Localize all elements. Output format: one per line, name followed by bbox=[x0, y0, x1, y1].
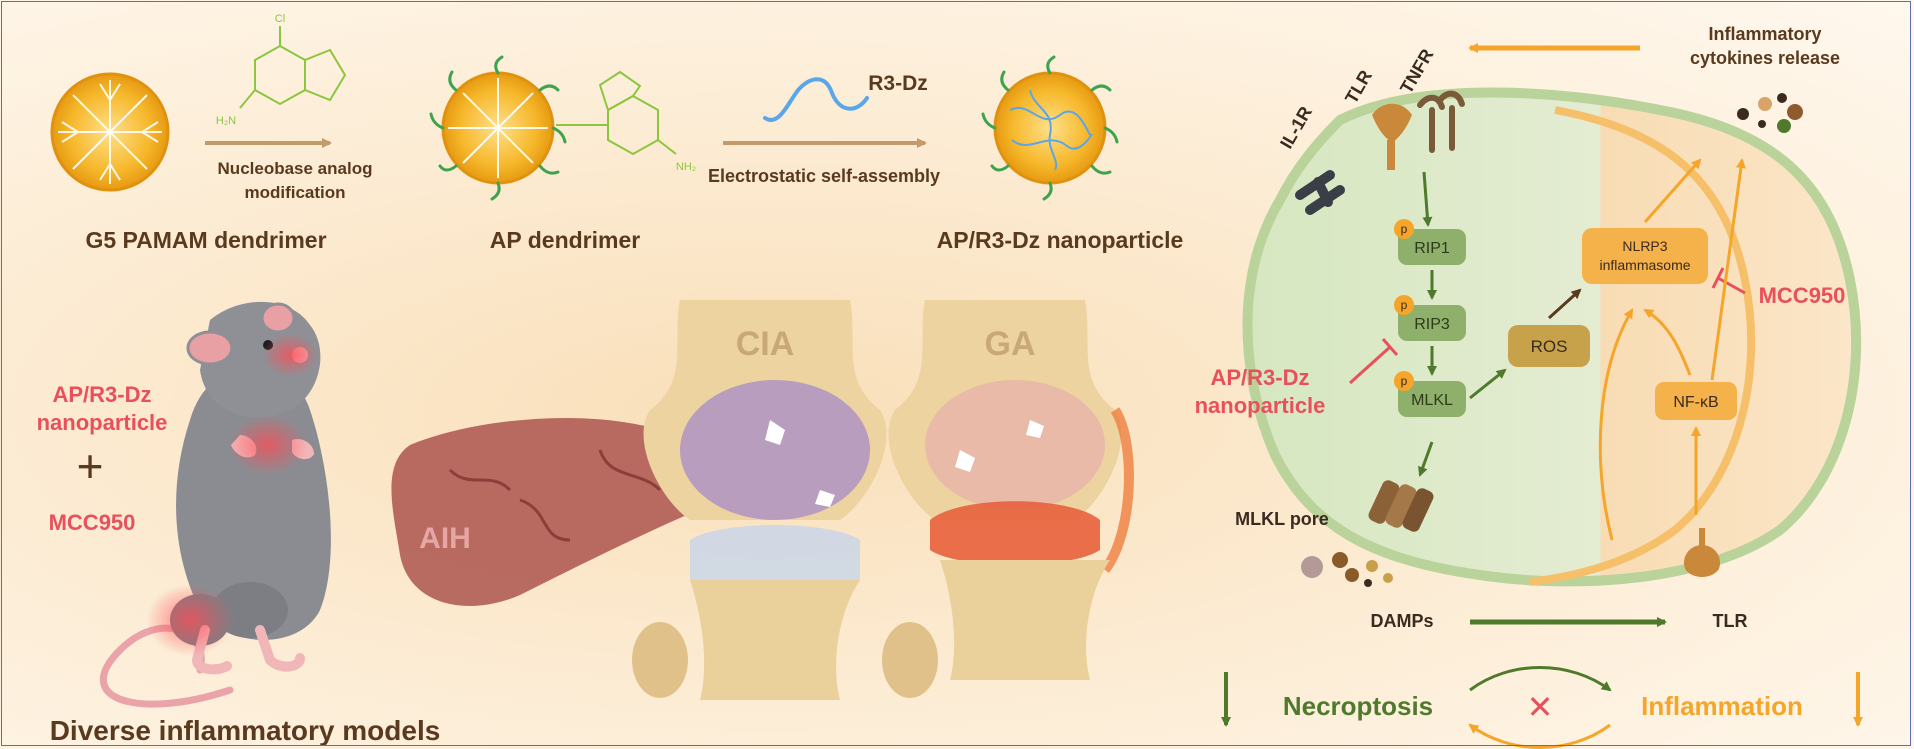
rip3-p-badge: p bbox=[1401, 298, 1408, 312]
mcc950-inhibition-bar bbox=[1711, 267, 1725, 289]
inflammation-to-necroptosis-arrow bbox=[1468, 723, 1611, 749]
cytokines-line-2: cytokines release bbox=[1690, 48, 1840, 68]
mlkl-to-pore-arrow bbox=[1418, 441, 1434, 477]
nfkb-to-cytokines-arrow bbox=[1710, 158, 1746, 381]
receptor-il1r-label: IL-1R bbox=[1276, 103, 1316, 152]
tlr-bottom-receptor-icon bbox=[1684, 528, 1720, 577]
mouse-illustration bbox=[99, 301, 331, 708]
ap-label: AP dendrimer bbox=[490, 227, 640, 253]
damps-to-nlrp3-arrow bbox=[1598, 308, 1634, 541]
tnfr-receptor-icon bbox=[1417, 90, 1465, 153]
inflammation-label: Inflammation bbox=[1641, 691, 1803, 721]
nfkb-label: NF-κB bbox=[1673, 394, 1718, 411]
cytokine-particles-icon bbox=[1737, 93, 1803, 133]
mcc950-left-label: MCC950 bbox=[49, 510, 136, 535]
mcc950-inhibition-line bbox=[1717, 276, 1746, 295]
rip1-p-badge: p bbox=[1401, 222, 1408, 236]
chloropurine-molecule-icon bbox=[239, 26, 347, 109]
mlkl-node bbox=[1394, 371, 1466, 417]
ros-label: ROS bbox=[1531, 337, 1568, 356]
nfkb-to-nlrp3-arrow bbox=[1643, 308, 1692, 376]
g5-dendrimer-icon bbox=[50, 72, 170, 192]
modification-label-2: modification bbox=[244, 183, 345, 202]
nlrp3-line-1: NLRP3 bbox=[1622, 238, 1667, 254]
nanoparticle-inhibition-bar bbox=[1381, 338, 1399, 356]
mlkl-to-ros-arrow bbox=[1469, 368, 1507, 400]
treatment-line-1: AP/R3-Dz bbox=[52, 382, 151, 407]
cross-icon: ✕ bbox=[1527, 689, 1554, 725]
rip1-label: RIP1 bbox=[1414, 240, 1450, 257]
models-caption: Diverse inflammatory models bbox=[50, 715, 441, 746]
tlr-receptor-icon bbox=[1372, 103, 1412, 170]
ga-label: GA bbox=[985, 325, 1036, 363]
ap-dendrimer-icon bbox=[429, 55, 567, 201]
rip1-node bbox=[1394, 219, 1466, 265]
r3dz-strand-icon bbox=[763, 77, 869, 122]
necroptosis-label: Necroptosis bbox=[1283, 691, 1433, 721]
cia-label: CIA bbox=[736, 325, 795, 363]
nanoparticle-icon bbox=[981, 55, 1119, 201]
aih-label: AIH bbox=[419, 522, 471, 555]
nlrp3-to-cytokines-arrow bbox=[1643, 158, 1702, 223]
assembly-label: Electrostatic self-assembly bbox=[708, 166, 940, 186]
mlkl-p-badge: p bbox=[1401, 374, 1408, 388]
ros-to-nlrp3-arrow bbox=[1547, 288, 1582, 320]
plus-sign: + bbox=[77, 440, 104, 492]
chem-cl-label: Cl bbox=[275, 13, 285, 25]
chem-nh2-label: H₂N bbox=[216, 115, 236, 127]
cia-knee-illustration bbox=[632, 300, 887, 700]
receptor-to-rip1-arrow bbox=[1422, 171, 1433, 227]
receptor-tlr-label: TLR bbox=[1341, 67, 1376, 107]
nanoparticle-inhibition-line bbox=[1348, 345, 1392, 385]
chem-nh2-right-label: NH₂ bbox=[676, 161, 696, 173]
ros-node bbox=[1508, 325, 1590, 367]
rip3-node bbox=[1394, 295, 1466, 341]
nlrp3-line-2: inflammasome bbox=[1599, 257, 1690, 273]
receptor-tnfr-label: TNFR bbox=[1396, 45, 1437, 97]
nfkb-node bbox=[1655, 382, 1737, 420]
damps-label: DAMPs bbox=[1370, 611, 1433, 631]
cell-membrane-orange bbox=[1529, 106, 1756, 586]
cytokines-line-1: Inflammatory bbox=[1708, 24, 1821, 44]
mlkl-pore-icon bbox=[1368, 480, 1434, 532]
modification-label-1: Nucleobase analog bbox=[218, 159, 373, 178]
tlr-bottom-label: TLR bbox=[1713, 611, 1748, 631]
il1r-receptor-icon bbox=[1295, 170, 1345, 215]
treatment-line-2: nanoparticle bbox=[37, 410, 168, 435]
mcc950-right-label: MCC950 bbox=[1759, 283, 1846, 308]
rip3-label: RIP3 bbox=[1414, 316, 1450, 333]
necroptosis-to-inflammation-arrow bbox=[1469, 666, 1612, 692]
mlkl-pore-label: MLKL pore bbox=[1235, 509, 1329, 529]
adenine-molecule-icon bbox=[556, 70, 677, 156]
g5-label: G5 PAMAM dendrimer bbox=[85, 227, 326, 253]
ga-knee-illustration bbox=[882, 300, 1134, 698]
inhibitor-line-1: AP/R3-Dz bbox=[1210, 365, 1309, 390]
damps-particles-icon bbox=[1301, 552, 1393, 587]
nanoparticle-label: AP/R3-Dz nanoparticle bbox=[937, 227, 1184, 253]
mlkl-label: MLKL bbox=[1411, 392, 1453, 409]
r3dz-label: R3-Dz bbox=[868, 72, 928, 95]
nlrp3-node bbox=[1582, 228, 1708, 284]
inhibitor-line-2: nanoparticle bbox=[1195, 393, 1326, 418]
